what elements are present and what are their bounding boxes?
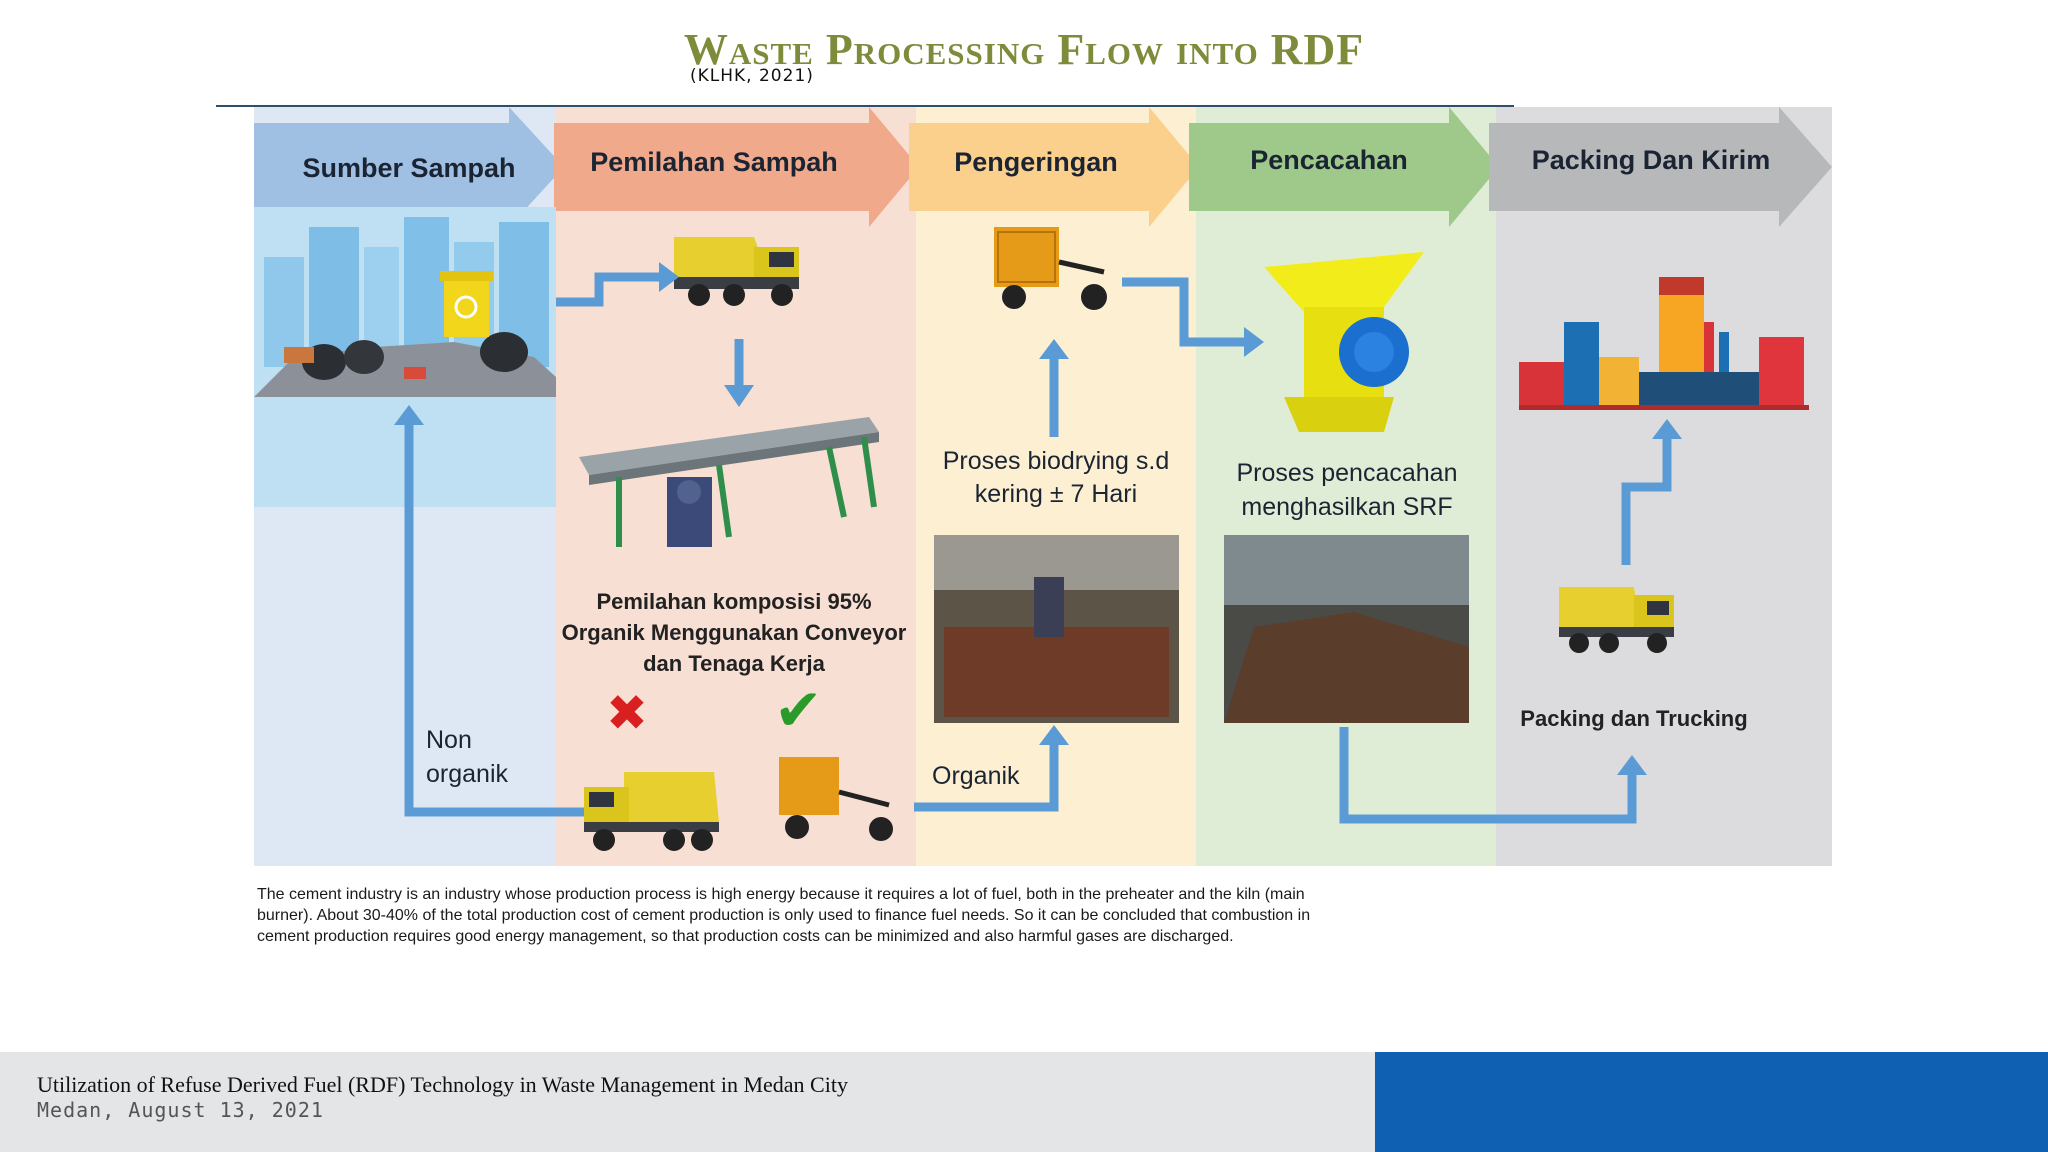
stage-label-pengeringan: Pengeringan (954, 147, 1118, 177)
arrow-organic-to-drying (914, 742, 1059, 812)
arrow-truck-to-factory (1621, 437, 1672, 565)
dump-truck-bottom-icon (584, 772, 719, 851)
reject-mark-icon: ✖ (606, 684, 648, 742)
shredding-text-line2: menghasilkan SRF (1241, 493, 1452, 521)
biodrying-photo (934, 535, 1179, 723)
footer-accent-block (1375, 1052, 2048, 1152)
packing-text: Packing dan Trucking (1520, 706, 1747, 731)
footer-title: Utilization of Refuse Derived Fuel (RDF)… (37, 1072, 848, 1097)
stage-arrow-pemilahan (554, 107, 919, 227)
arrow-heads (394, 262, 1682, 775)
accept-mark-icon: ✔ (774, 676, 823, 744)
stage-column-pemilahan (556, 107, 916, 866)
title-divider (216, 105, 1514, 107)
stage-arrow-pengeringan (909, 107, 1199, 227)
non-organic-label-line1: Non (426, 726, 472, 754)
sorting-text-line3: dan Tenaga Kerja (643, 651, 826, 676)
flow-arrows (404, 272, 1672, 824)
organic-label: Organik (932, 762, 1020, 790)
stage-arrow-pencacahan (1189, 107, 1499, 227)
stage-label-sumber: Sumber Sampah (302, 153, 515, 183)
footer-date: Medan, August 13, 2021 (37, 1098, 324, 1122)
arrow-shredding-to-packing (1339, 727, 1637, 824)
footer-bar (0, 1052, 1375, 1152)
shredder-icon (1264, 252, 1424, 432)
stage-label-packing: Packing Dan Kirim (1532, 145, 1771, 175)
shredding-text-line1: Proses pencacahan (1237, 459, 1458, 487)
dump-truck-packing-icon (1559, 587, 1674, 653)
slide-title: Waste Processing Flow into RDF (683, 25, 1365, 74)
motorcycle-cart-bottom-icon (779, 757, 893, 841)
dump-truck-icon (674, 237, 799, 306)
factory-city-icon (1519, 277, 1809, 410)
caption-text: The cement industry is an industry whose… (257, 886, 1311, 945)
sorting-text-line2: Organik Menggunakan Conveyor (562, 620, 907, 645)
sorting-text-line1: Pemilahan komposisi 95% (596, 589, 871, 614)
biodrying-text-line2: kering ± 7 Hari (975, 480, 1137, 508)
stage-label-pencacahan: Pencacahan (1250, 145, 1408, 175)
arrow-non-organic-return (404, 422, 584, 817)
rdf-flow-diagram: Sumber Sampah Pemilahan Sampah Pengering… (254, 107, 1832, 866)
stage-arrow-sumber (254, 107, 564, 227)
motorcycle-cart-icon (994, 227, 1107, 310)
waste-pile-image (254, 207, 556, 507)
non-organic-label-line2: organik (426, 760, 508, 788)
arrow-cart-to-shredder (1122, 277, 1244, 347)
arrow-sumber-to-truck (556, 272, 659, 307)
biodrying-text-line1: Proses biodrying s.d (943, 447, 1170, 475)
shredding-photo (1224, 535, 1469, 723)
stage-arrow-packing (1489, 107, 1832, 227)
conveyor-icon (579, 417, 879, 547)
slide-subtitle: (KLHK, 2021) (690, 66, 814, 86)
stage-label-pemilahan: Pemilahan Sampah (590, 147, 838, 177)
